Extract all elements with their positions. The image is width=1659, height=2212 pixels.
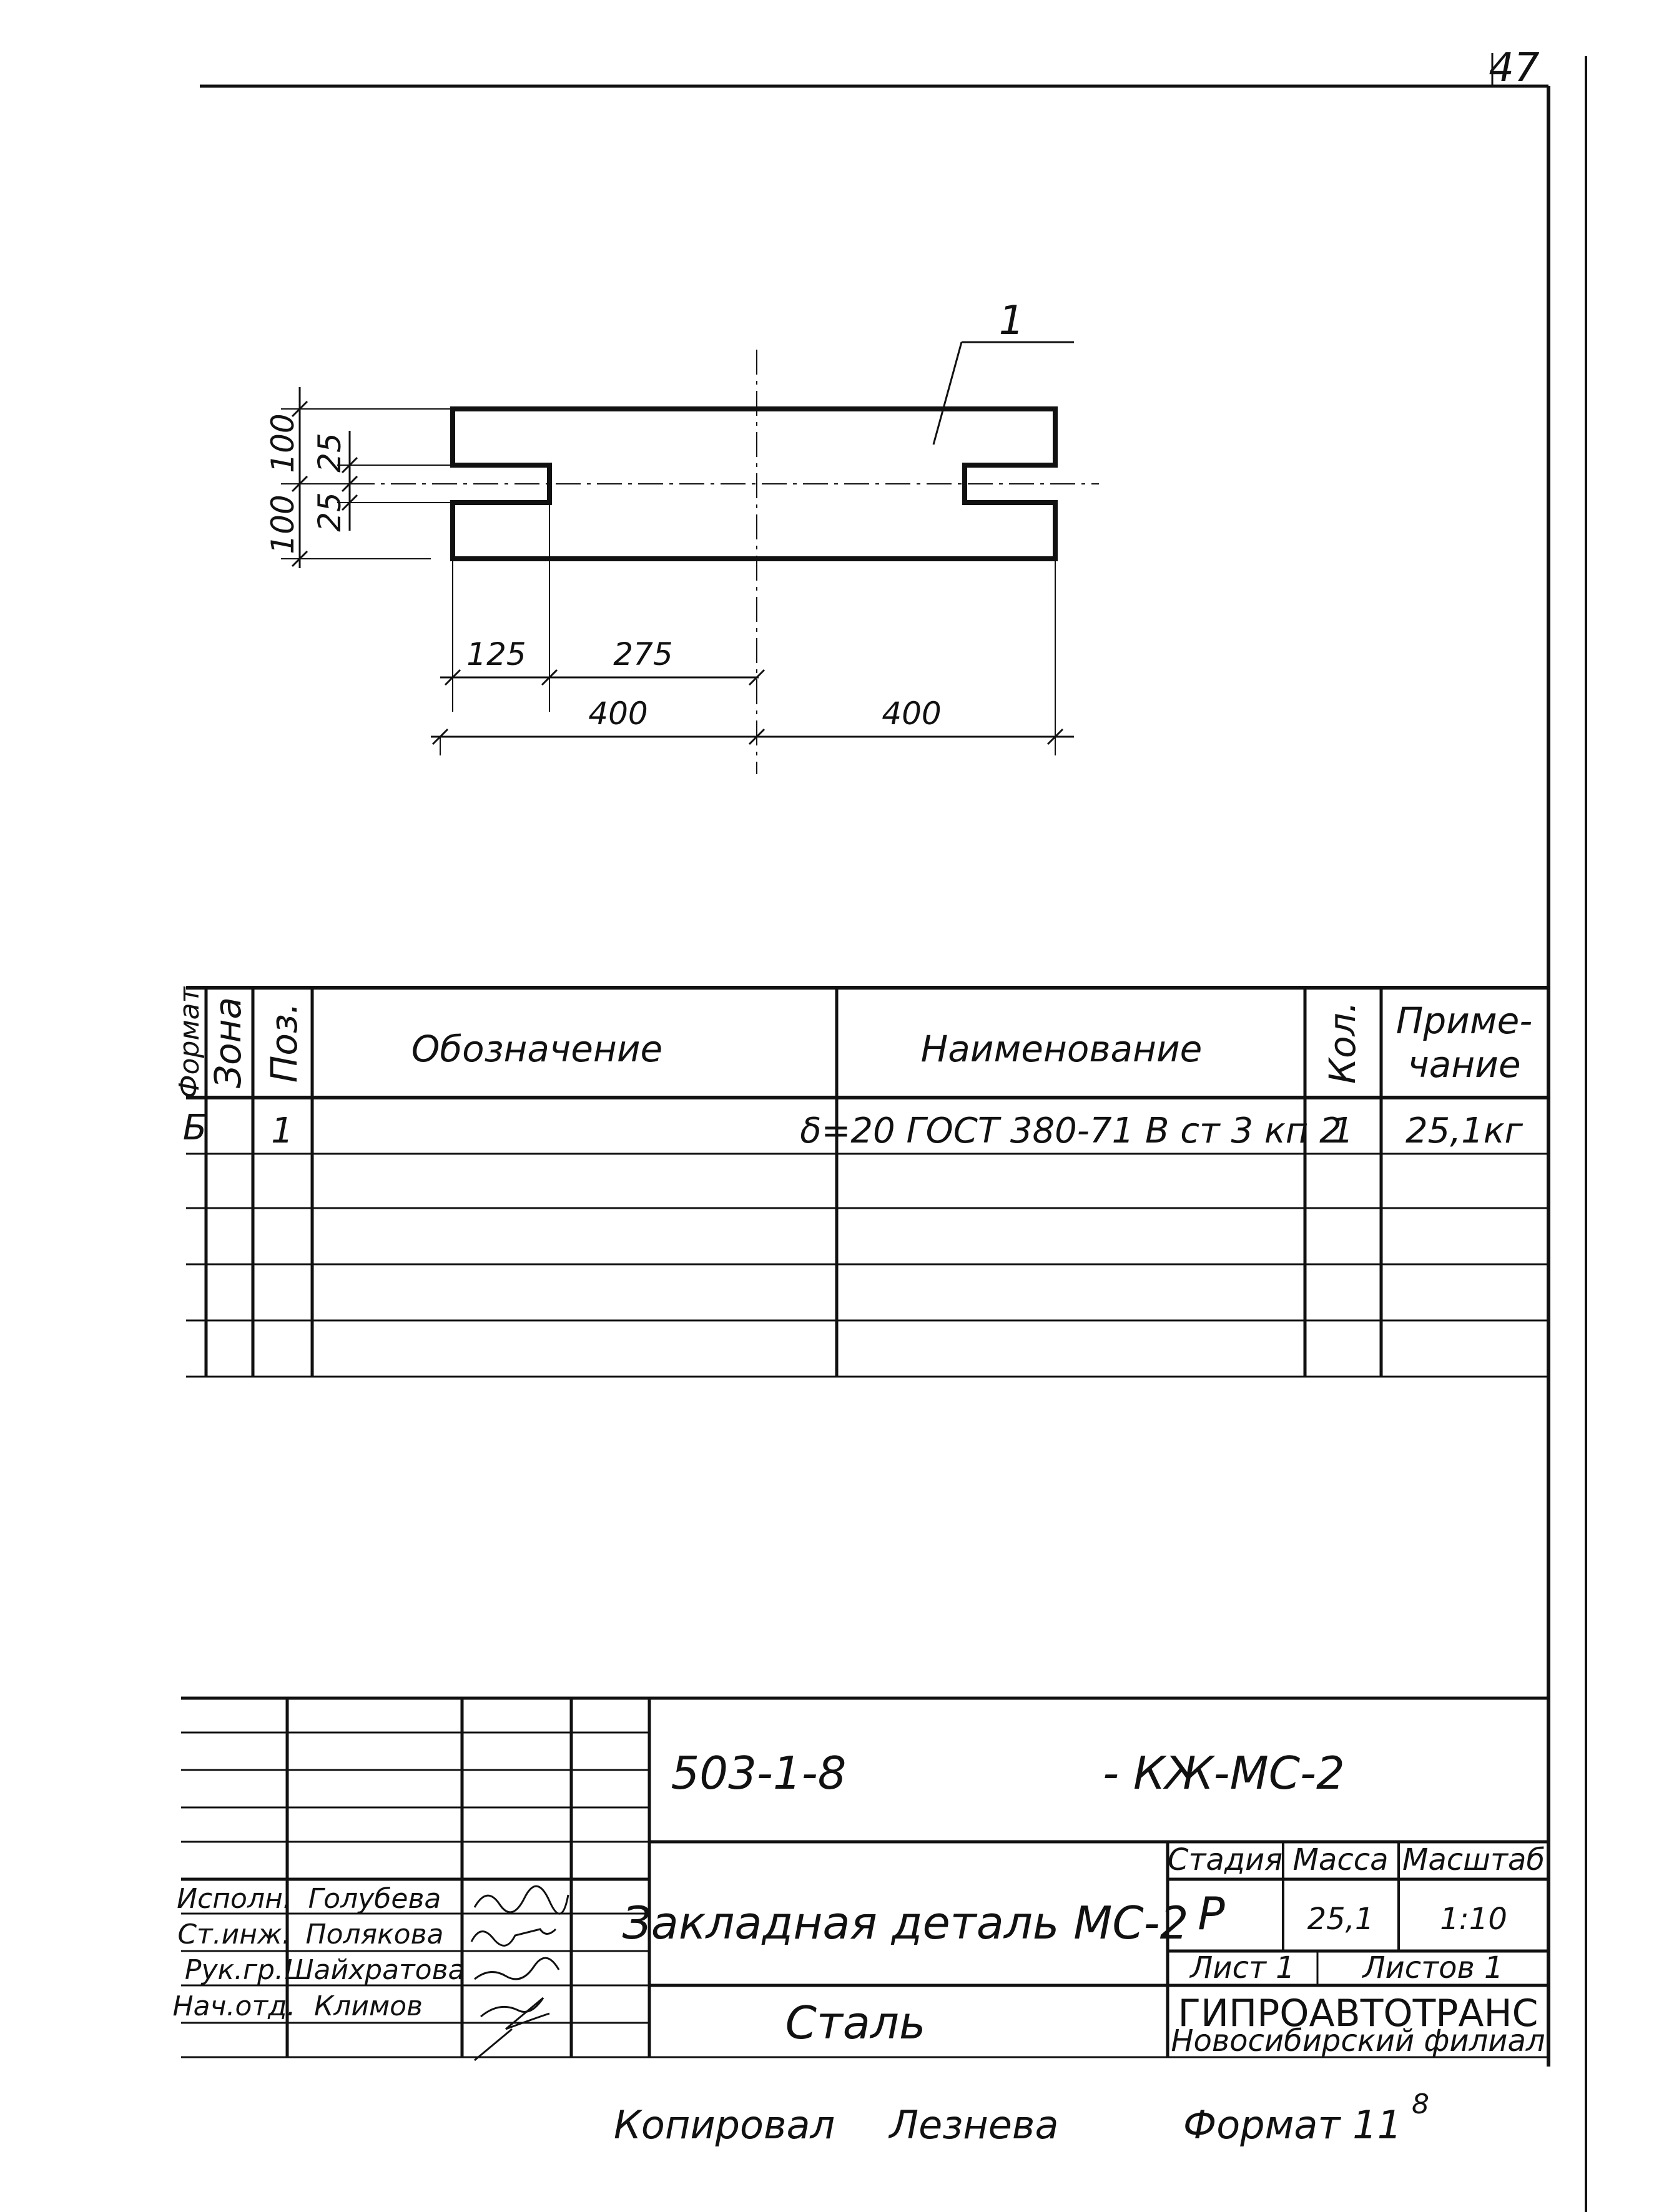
staff-role: Ст.инж. xyxy=(177,1919,290,1950)
staff-name: Полякова xyxy=(306,1919,444,1950)
mass-label: Масса xyxy=(1292,1842,1388,1877)
header-note-1: Приме- xyxy=(1396,1000,1533,1042)
mass-value: 25,1 xyxy=(1307,1902,1374,1937)
header-name: Наименование xyxy=(921,1028,1203,1070)
document-code: 503-1-8 xyxy=(671,1747,846,1799)
dim-275: 275 xyxy=(613,636,672,672)
format-superscript: 8 xyxy=(1412,2088,1429,2120)
format-label: Формат 11 xyxy=(1183,2102,1402,2148)
dim-125: 125 xyxy=(466,636,526,672)
staff-name: Голубева xyxy=(308,1883,441,1915)
sheets-label: Листов 1 xyxy=(1361,1950,1503,1985)
scale-label: Масштаб xyxy=(1402,1842,1545,1877)
staff-role: Исполн. xyxy=(177,1883,292,1915)
signature-marks xyxy=(470,1885,569,2062)
header-designation: Обозначение xyxy=(411,1028,662,1070)
header-format: Формат xyxy=(174,986,205,1098)
staff-name: Климов xyxy=(314,1990,423,2022)
dim-400-left: 400 xyxy=(588,696,647,732)
scale-value: 1:10 xyxy=(1440,1902,1507,1937)
header-pos: Поз. xyxy=(263,1003,305,1083)
dim-left-100-bottom: 100 xyxy=(265,494,301,554)
dimension-left xyxy=(281,387,453,568)
spec-table-grid xyxy=(186,986,1548,1378)
staff-name: Шайхратова xyxy=(285,1954,465,1986)
header-zone: Зона xyxy=(207,997,249,1088)
dim-left-25-top: 25 xyxy=(312,433,348,473)
sheet-frame xyxy=(200,53,1587,2212)
page-number: 47 xyxy=(1489,45,1540,91)
organization: ГИПРОАВТОТРАНС xyxy=(1178,1992,1538,2035)
header-qty: Кол. xyxy=(1321,1001,1364,1084)
staff-list: Исполн. Голубева Ст.инж. Полякова Рук.гр… xyxy=(173,1883,465,2022)
staff-role: Нач.отд. xyxy=(173,1990,296,2022)
row-name: δ=20 ГОСТ 380-71 В ст 3 кп 2 xyxy=(800,1111,1342,1151)
dimension-bottom xyxy=(431,503,1074,755)
row-pos: 1 xyxy=(271,1111,293,1151)
stage-value: Р xyxy=(1198,1887,1225,1940)
callout-number: 1 xyxy=(999,298,1025,344)
row-note: 25,1кг xyxy=(1405,1111,1524,1151)
item-name: Закладная деталь МС-2 xyxy=(623,1897,1189,1949)
dim-left-100-top: 100 xyxy=(265,413,301,473)
row-format: Б xyxy=(183,1108,207,1148)
staff-role: Рук.гр. xyxy=(185,1954,283,1986)
header-note-2: чание xyxy=(1407,1043,1520,1086)
document-code-suffix: - КЖ-МС-2 xyxy=(1103,1747,1345,1799)
table-row: Б 1 δ=20 ГОСТ 380-71 В ст 3 кп 2 1 25,1к… xyxy=(183,1108,1524,1151)
stage-label: Стадия xyxy=(1168,1842,1282,1877)
title-block-grid xyxy=(181,1696,1548,2058)
branch: Новосибирский филиал xyxy=(1171,2023,1545,2058)
callout-leader xyxy=(932,342,963,445)
dim-left-25-bottom: 25 xyxy=(312,492,348,532)
dim-400-right: 400 xyxy=(882,696,941,732)
copied-label: Копировал xyxy=(614,2102,835,2148)
copier-name: Лезнева xyxy=(889,2102,1059,2148)
sheet-label: Лист 1 xyxy=(1189,1950,1294,1985)
material: Сталь xyxy=(785,1997,926,2049)
row-qty: 1 xyxy=(1331,1111,1354,1151)
